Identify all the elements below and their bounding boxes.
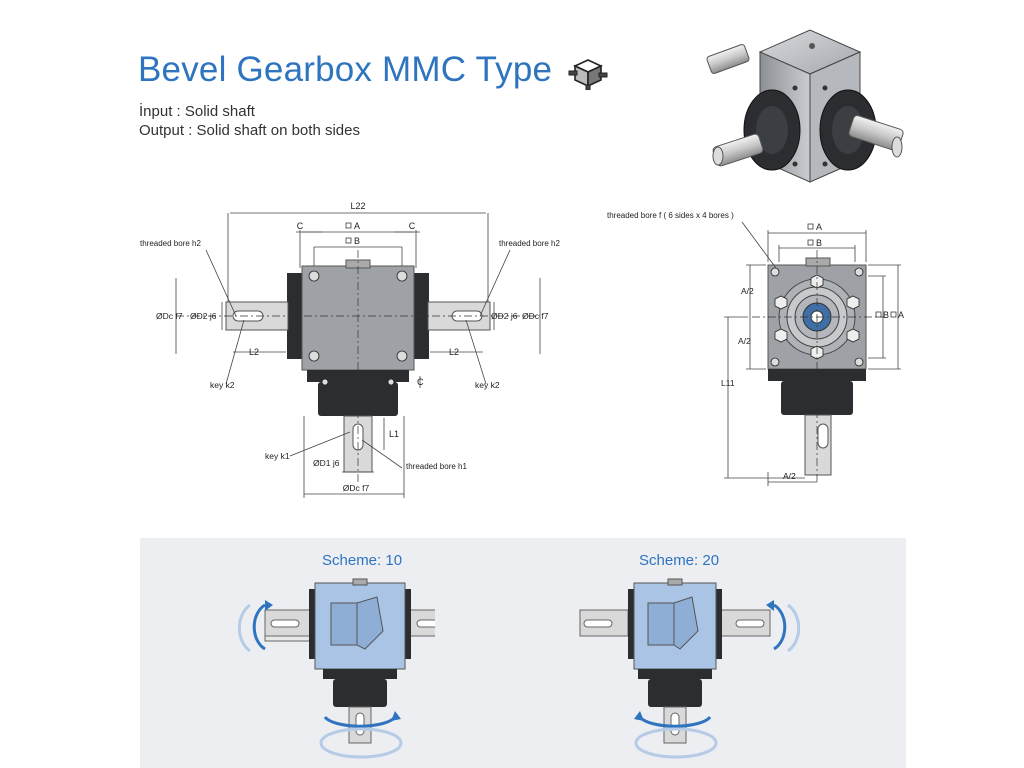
dim-a-front: A: [354, 221, 360, 231]
dim-d1-j6: ØD1 j6: [313, 458, 340, 468]
dim-b-side-right: B: [883, 310, 889, 320]
dim-a-side-top: A: [816, 222, 822, 232]
page-title: Bevel Gearbox MMC Type: [138, 50, 553, 89]
label-threaded-bore-h2-right: threaded bore h2: [499, 239, 560, 248]
dim-dc-f7-right: ØDc f7: [522, 311, 549, 321]
dim-l2-left: L2: [249, 347, 259, 357]
technical-drawing: L22 C C A B threaded bore h2 threaded bo…: [140, 201, 904, 498]
schemes-panel: [140, 538, 906, 768]
dim-d2-j6-right: ØD2 j6: [491, 311, 518, 321]
input-description: İnput : Solid shaft: [139, 103, 255, 120]
dim-dc-f7-bottom: ØDc f7: [343, 483, 370, 493]
dim-a-half-lower: A/2: [738, 336, 751, 346]
dim-dc-f7-left: ØDc f7: [156, 311, 183, 321]
label-threaded-bore-f: threaded bore f ( 6 sides x 4 bores ): [607, 211, 734, 220]
label-key-k1: key k1: [265, 451, 290, 461]
dim-l11: L11: [721, 378, 735, 388]
label-key-k2-right: key k2: [475, 380, 500, 390]
dim-l1: L1: [389, 429, 399, 439]
scheme-10-title: Scheme: 10: [322, 552, 403, 569]
output-description: Output : Solid shaft on both sides: [139, 122, 360, 139]
dim-a-side-right: A: [898, 310, 904, 320]
label-threaded-bore-h2-left: threaded bore h2: [140, 239, 201, 248]
dim-d2-j6-left: ØD2 j6: [190, 311, 217, 321]
dim-a-half-upper: A/2: [741, 286, 754, 296]
dim-l22: L22: [350, 201, 365, 211]
dim-c-right: C: [409, 221, 416, 231]
dim-a-half-bottom: A/2: [783, 471, 796, 481]
scheme-10-diagram: [237, 578, 435, 759]
dim-b-side-top: B: [816, 238, 822, 248]
dim-c-left: C: [297, 221, 304, 231]
dim-b-front: B: [354, 236, 360, 246]
front-bottom-flange: [307, 370, 409, 382]
dim-l2-right: L2: [449, 347, 459, 357]
dim-c-bottom: C: [417, 377, 424, 387]
label-threaded-bore-h1: threaded bore h1: [406, 462, 467, 471]
gearbox-product-image: [706, 29, 904, 183]
label-key-k2-left: key k2: [210, 380, 235, 390]
gearbox-cube-icon: [568, 59, 608, 90]
scheme-20-diagram: [579, 578, 800, 759]
scheme-20-title: Scheme: 20: [639, 552, 720, 569]
